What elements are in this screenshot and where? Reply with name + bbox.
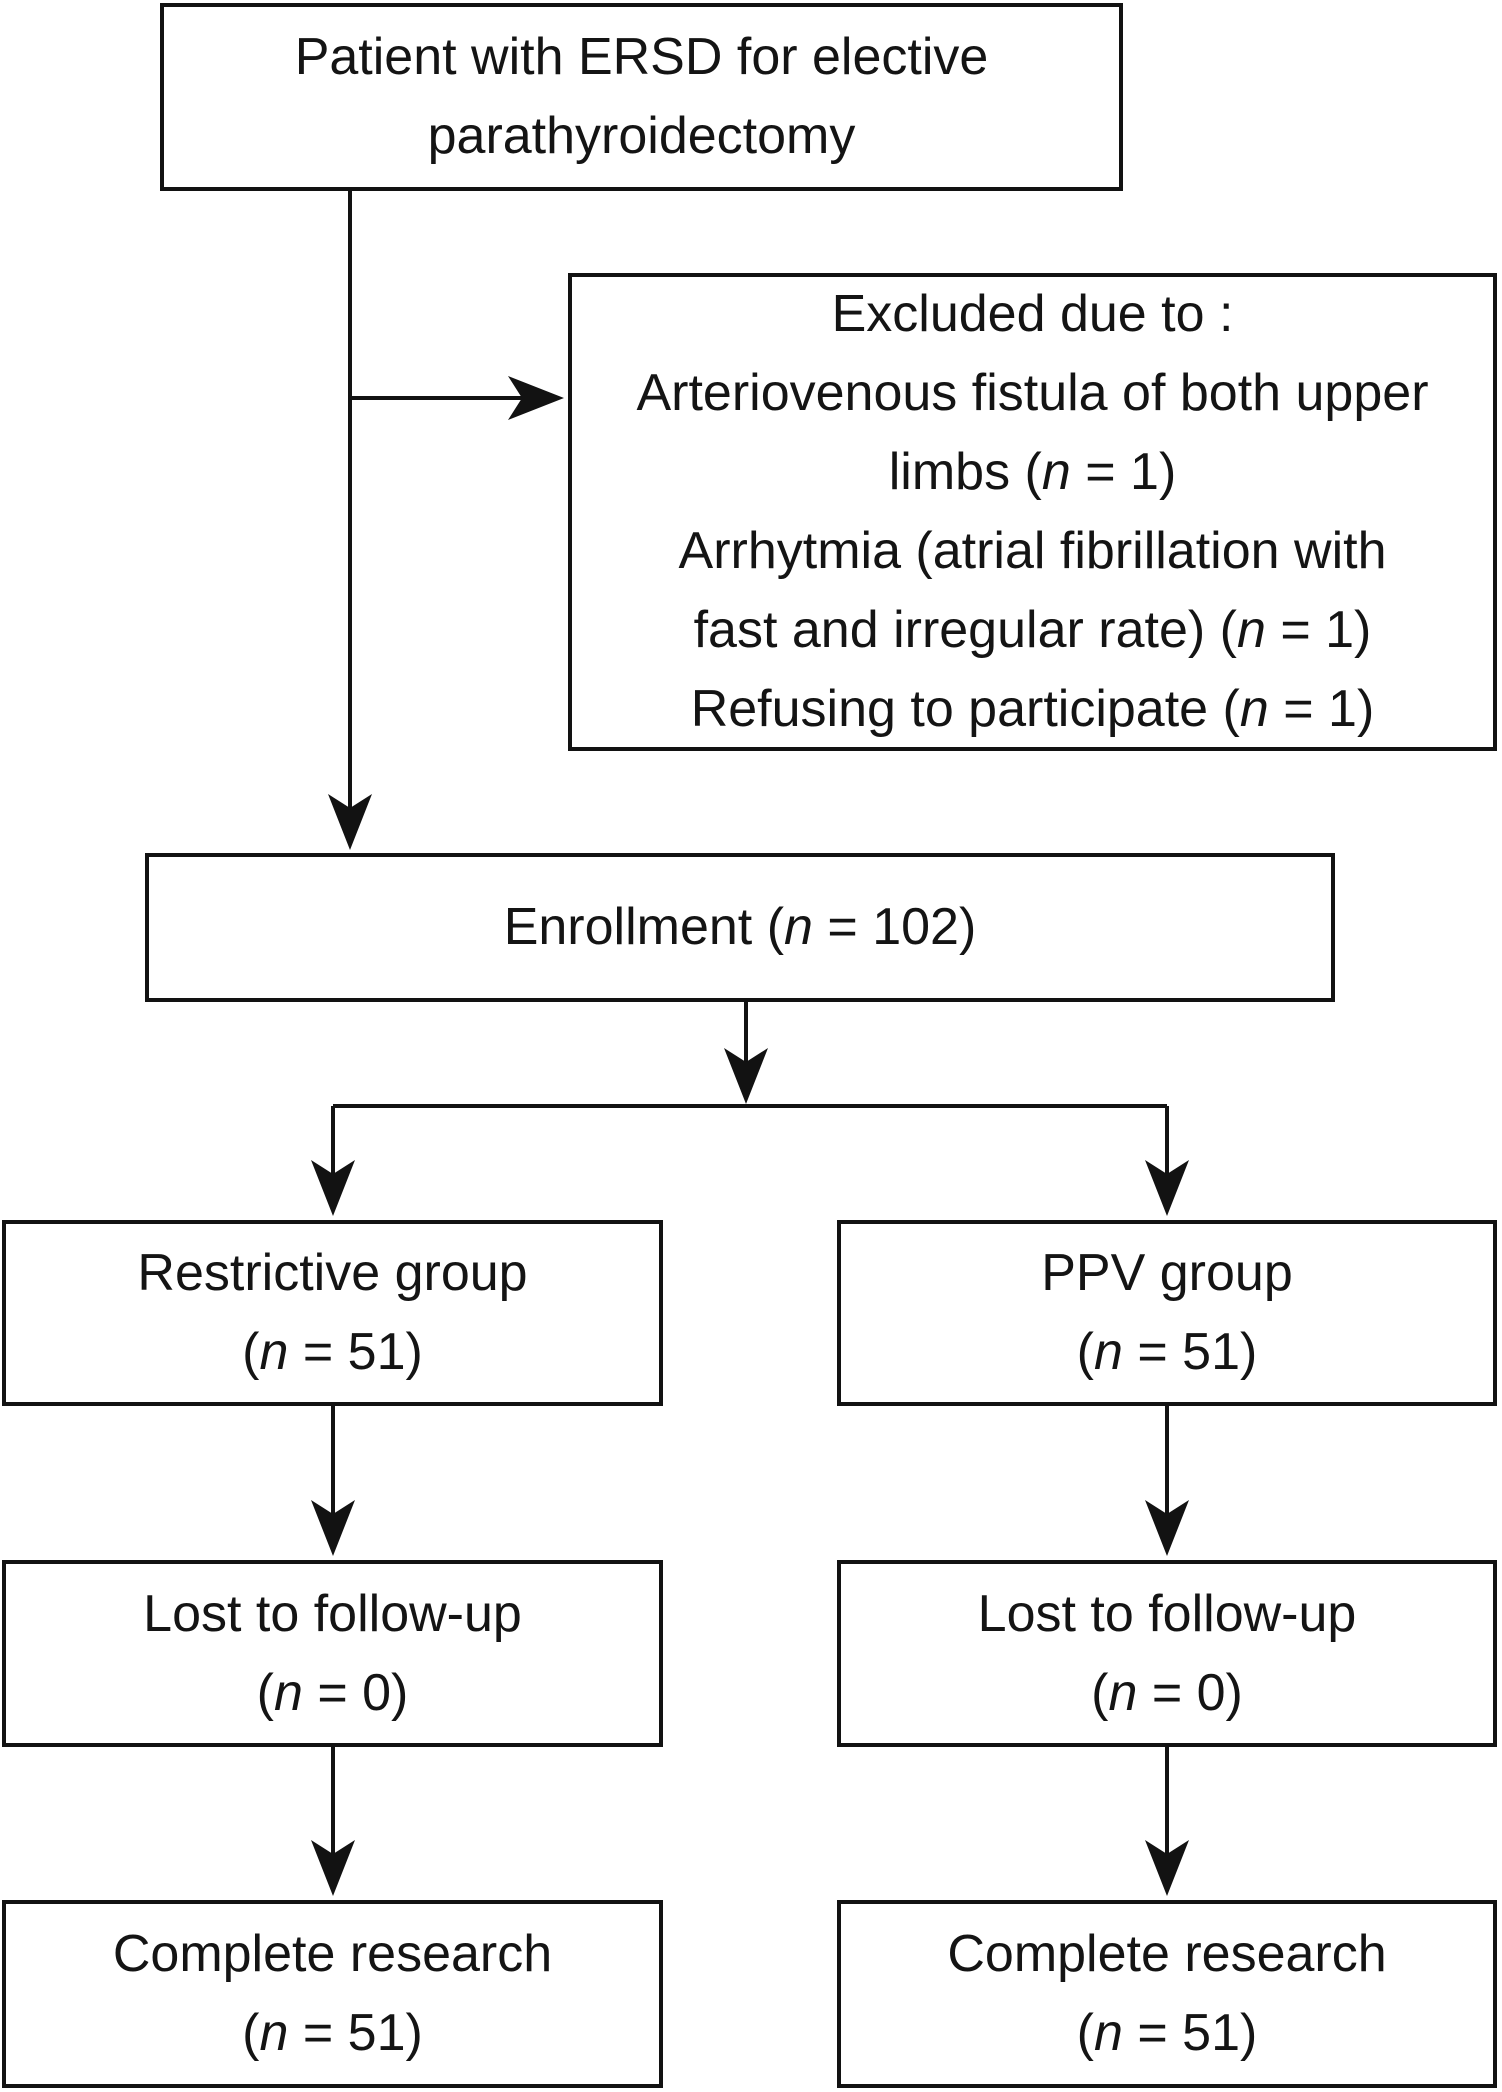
arrowhead-split — [724, 1048, 768, 1104]
complete-research-left-box: Complete research (n = 51) — [2, 1900, 663, 2088]
box-text-line: Excluded due to : — [831, 285, 1234, 343]
arrowhead-excluded — [508, 376, 564, 420]
box-text-line: Patient with ERSD for elective — [294, 28, 989, 86]
box-text-line: Refusing to participate (n = 1) — [690, 680, 1375, 738]
box-text-line: Lost to follow-up — [143, 1584, 522, 1643]
box-text-line: Arteriovenous fistula of both upper — [636, 364, 1429, 422]
box-text-line: (n = 51) — [1076, 1323, 1258, 1381]
box-text-line: (n = 51) — [242, 2004, 423, 2062]
box-text-line: (n = 51) — [242, 1323, 423, 1381]
patient-box: Patient with ERSD for elective parathyroi… — [160, 3, 1123, 191]
enrollment-box: Enrollment (n = 102) — [145, 853, 1335, 1002]
box-text-line: fast and irregular rate) (n = 1) — [693, 601, 1372, 659]
ppv-group-box: PPV group (n = 51) — [837, 1220, 1497, 1406]
arrowhead-lost-right — [1145, 1500, 1189, 1556]
box-text-line: Complete research — [112, 1925, 553, 1983]
box-text-line: Lost to follow-up — [977, 1584, 1357, 1643]
restrictive-group-box: Restrictive group (n = 51) — [2, 1220, 663, 1406]
box-text-line: Restrictive group — [137, 1244, 528, 1302]
box-text-line: Complete research — [947, 1925, 1387, 1983]
arrowhead-complete-right — [1145, 1840, 1189, 1896]
arrowhead-lost-left — [311, 1500, 355, 1556]
box-text-line: parathyroidectomy — [427, 107, 856, 165]
lost-to-follow-up-left-box: Lost to follow-up (n = 0) — [2, 1560, 663, 1747]
box-text-line: Enrollment (n = 102) — [503, 898, 977, 956]
arrowhead-complete-left — [311, 1840, 355, 1896]
box-text-line: PPV group — [1041, 1244, 1293, 1302]
arrowhead-enrollment — [328, 794, 372, 850]
excluded-box: Excluded due to : Arteriovenous fistula o… — [568, 273, 1497, 751]
complete-research-right-box: Complete research (n = 51) — [837, 1900, 1497, 2088]
lost-to-follow-up-right-box: Lost to follow-up (n = 0) — [837, 1560, 1497, 1747]
arrowhead-ppv — [1145, 1160, 1189, 1216]
arrowhead-restrictive — [311, 1160, 355, 1216]
box-text-line: (n = 0) — [256, 1663, 409, 1722]
box-text-line: limbs (n = 1) — [888, 443, 1177, 501]
box-text-line: (n = 0) — [1091, 1663, 1243, 1722]
box-text-line: (n = 51) — [1076, 2004, 1258, 2062]
box-text-line: Arrhytmia (atrial fibrillation with — [678, 522, 1387, 580]
